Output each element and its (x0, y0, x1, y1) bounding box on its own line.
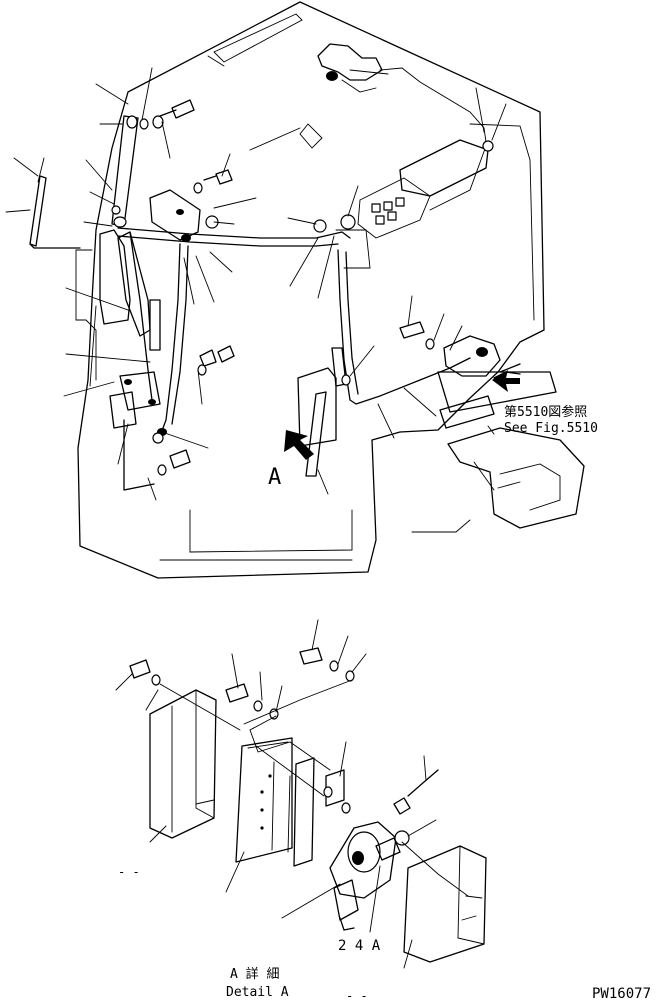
reference-arrow-icon (492, 370, 520, 392)
reference-label-jp: 第5510図参照 (504, 404, 587, 420)
size-label: 2 4 A (338, 938, 381, 954)
cab-body-outline (75, 1, 545, 579)
blank-label-left: - - (118, 865, 140, 879)
blank-label-bottom: - - (346, 989, 368, 1000)
right-wiper-assembly (297, 140, 494, 477)
leader-lines-upper (5, 67, 507, 501)
detail-a-bolts (129, 647, 355, 814)
detail-a-cover-panel (149, 689, 217, 839)
left-wiper-assembly (29, 115, 161, 351)
reference-label-en: See Fig.5510 (504, 421, 598, 436)
drawing-number: PW16077 (592, 986, 651, 1000)
detail-title-en: Detail A (226, 985, 289, 1000)
detail-a-assembly-lines (159, 679, 483, 899)
detail-a-mount-strip (293, 757, 345, 867)
detail-arrow-icon (284, 430, 314, 460)
right-wiper-motor (399, 321, 585, 529)
detail-title-jp: A 詳 細 (230, 966, 279, 982)
upper-bolt-group (139, 99, 233, 242)
roof-details (207, 13, 489, 239)
detail-a-bracket-plate (235, 737, 293, 863)
detail-a-wiper-motor (329, 769, 439, 931)
leader-lines-lower (115, 619, 437, 969)
detail-a-glass-panel (403, 845, 487, 963)
detail-marker-label: A (268, 465, 281, 490)
wire-harness (117, 145, 487, 437)
